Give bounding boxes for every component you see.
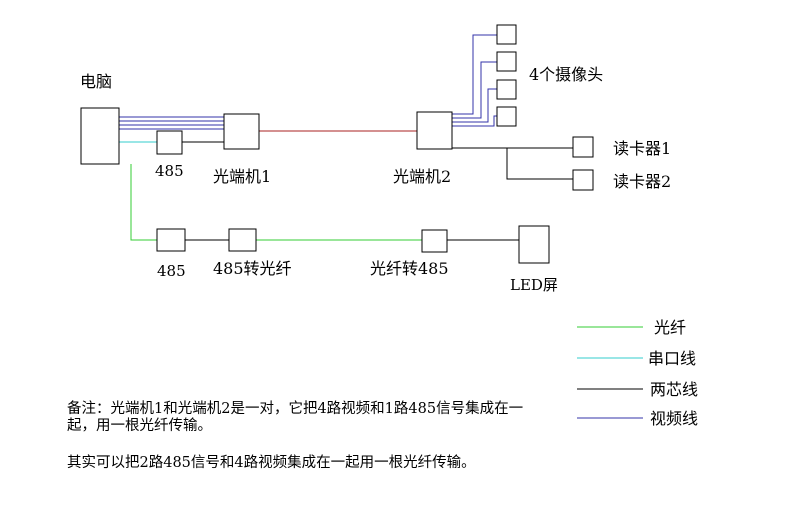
video-lines-computer-to-transceiver1 xyxy=(119,116,224,130)
legend-label-two-core: 两芯线 xyxy=(650,380,698,399)
fiber-to-rs485-label: 光纤转485 xyxy=(370,259,449,278)
legend: 光纤 串口线 两芯线 视频线 xyxy=(577,318,698,428)
card-reader-box-1 xyxy=(572,136,594,158)
camera-box-1 xyxy=(496,24,517,45)
card-reader2-label: 读卡器2 xyxy=(613,172,671,191)
rs485-box-bottom xyxy=(156,228,186,252)
legend-label-fiber: 光纤 xyxy=(654,318,686,337)
legend-label-video: 视频线 xyxy=(650,409,698,428)
camera-box-4 xyxy=(496,106,517,127)
video-lines-transceiver2-to-cameras xyxy=(452,34,497,127)
camera-box-3 xyxy=(496,79,517,100)
rs485-box-top xyxy=(156,130,183,155)
card-reader1-label: 读卡器1 xyxy=(613,139,671,158)
two-core-lines-transceiver2-to-readers xyxy=(452,147,573,180)
computer-box xyxy=(80,107,120,165)
fiber-line-computer-to-485-bottom xyxy=(130,164,157,241)
rs485-to-fiber-label: 485转光纤 xyxy=(213,259,292,278)
camera-box-2 xyxy=(496,51,517,72)
rs485-label-top: 485 xyxy=(155,162,184,180)
note-paragraph-2: 其实可以把2路485信号和4路视频集成在一起用一根光纤传输。 xyxy=(67,455,476,471)
transceiver1-box xyxy=(223,113,260,150)
fiber-to-rs485-box xyxy=(421,229,448,253)
transceiver2-box xyxy=(416,111,453,150)
computer-label: 电脑 xyxy=(80,72,112,91)
transceiver1-label: 光端机1 xyxy=(213,167,271,186)
led-screen-label: LED屏 xyxy=(510,276,558,294)
rs485-label-bottom: 485 xyxy=(157,262,186,280)
legend-label-serial: 串口线 xyxy=(648,349,696,368)
rs485-to-fiber-box xyxy=(228,228,257,252)
transceiver2-label: 光端机2 xyxy=(393,167,451,186)
cameras-label: 4个摄像头 xyxy=(529,65,603,84)
note-paragraph-1: 备注：光端机1和光端机2是一对，它把4路视频和1路485信号集成在一起，用一根光… xyxy=(67,401,524,434)
led-screen-box xyxy=(518,225,550,264)
card-reader-box-2 xyxy=(572,169,594,191)
